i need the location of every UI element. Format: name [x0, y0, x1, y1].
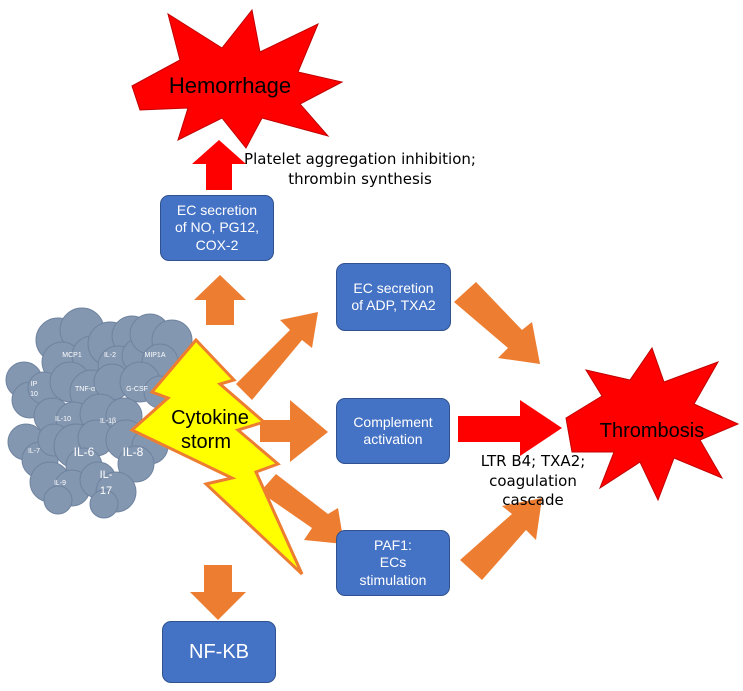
cytokine-mip1a: MIP1A [144, 352, 165, 359]
cytokine-tnfa: TNF-α [75, 386, 95, 393]
box-complement-activation-label: Complement activation [353, 413, 433, 448]
thrombosis-burst: Thrombosis [565, 346, 740, 502]
arrow-to-paf1 [260, 474, 344, 544]
cytokine-il7: IL-7 [28, 448, 40, 455]
box-complement-activation: Complement activation [336, 398, 450, 464]
red-arrow-up-hemorrhage [192, 140, 246, 190]
cytokine-il9: IL-9 [54, 480, 66, 487]
arrow-to-complement [260, 400, 328, 462]
box-paf1-label: PAF1: ECs stimulation [359, 536, 427, 588]
arrow-to-ec-adp [236, 312, 318, 400]
cytokine-il8: IL-8 [123, 445, 144, 459]
box-paf1: PAF1: ECs stimulation [336, 530, 450, 596]
thrombosis-label: Thrombosis [600, 420, 704, 442]
hemorrhage-burst-shape [131, 8, 344, 149]
thrombosis-burst-shape [565, 346, 740, 502]
cytokine-ip10-line1: IP [31, 381, 38, 388]
cytokine-il2: IL-2 [104, 352, 116, 359]
lightning-bolt-shape [129, 337, 304, 576]
cytokine-il1b: IL-1β [100, 418, 116, 425]
cytokine-il6: IL-6 [74, 445, 95, 459]
box-ec-secretion-no-label: EC secretion of NO, PG12, COX-2 [174, 201, 260, 253]
cytokine-il10: IL-10 [55, 416, 71, 423]
arrow-down-nfkb [190, 565, 246, 620]
box-nfkb: NF-KB [162, 621, 276, 683]
box-nfkb-label: NF-KB [189, 640, 249, 663]
hemorrhage-burst: Hemorrhage [131, 8, 344, 149]
cytokine-gcsf: G-CSF [126, 386, 148, 393]
cytokine-storm-bolt: Cytokine storm [129, 337, 304, 576]
arrow-paf1-to-thrombosis [460, 498, 542, 580]
red-arrow-complement-thrombosis [458, 400, 562, 456]
box-ec-secretion-adp-label: EC secretion of ADP, TXA2 [351, 279, 436, 314]
box-ec-secretion-no: EC secretion of NO, PG12, COX-2 [160, 195, 274, 261]
note-platelet-aggregation: Platelet aggregation inhibition; thrombi… [244, 150, 476, 188]
cytokine-storm-line2: storm [181, 431, 231, 453]
arrow-up-ec-no [194, 275, 246, 325]
cytokine-ip10-line2: 10 [30, 391, 38, 398]
arrow-ec-adp-to-thrombosis [454, 282, 540, 364]
cytokine-storm-line1: Cytokine [171, 407, 249, 429]
cytokine-mcp1: MCP1 [62, 352, 82, 359]
hemorrhage-label: Hemorrhage [169, 73, 291, 98]
cytokine-il17-line2: 17 [100, 485, 112, 497]
cytokine-il17-line1: IL- [100, 469, 113, 481]
note-ltr-coagulation: LTR B4; TXA2; coagulation cascade [480, 452, 586, 509]
box-ec-secretion-adp: EC secretion of ADP, TXA2 [336, 263, 451, 331]
cytokine-cloud: MCP1 IL-2 MIP1A IP 10 TNF-α G-CSF IL-10 … [5, 307, 193, 519]
